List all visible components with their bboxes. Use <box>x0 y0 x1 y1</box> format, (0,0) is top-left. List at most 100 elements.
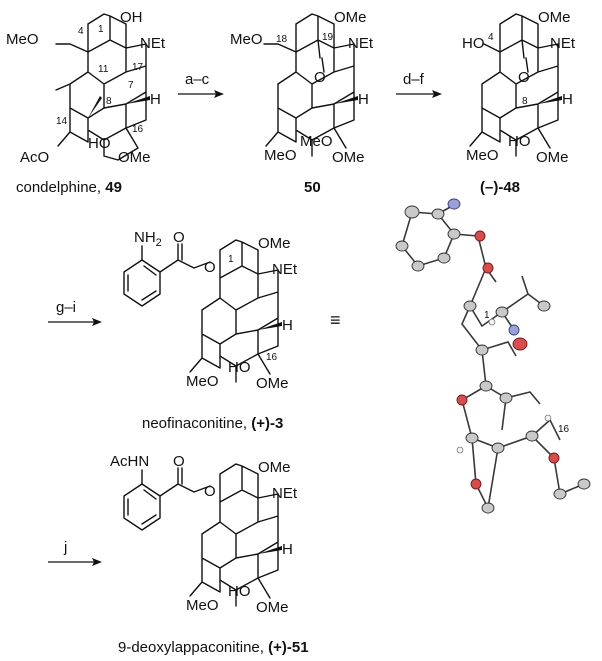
xray-atom-h <box>456 446 464 454</box>
label-ome-b: OMe <box>256 599 289 616</box>
locant-14: 14 <box>56 116 68 127</box>
label-o: O <box>518 69 530 86</box>
label-ome-b: OMe <box>536 149 569 166</box>
wedge-bonds <box>258 546 282 554</box>
label-meo: MeO <box>6 31 39 48</box>
xray-atom-c <box>431 208 445 220</box>
xray-atom-c <box>475 344 489 356</box>
arrow-d-f: d–f <box>396 71 442 98</box>
xray-atom-n <box>508 324 520 336</box>
label-h: H <box>150 91 161 108</box>
label-h: H <box>562 91 573 108</box>
locant-4: 4 <box>78 26 84 37</box>
locant-7: 7 <box>128 80 134 91</box>
xray-atom-c <box>495 306 509 318</box>
xray-structure: 1 16 <box>395 198 591 514</box>
label-ho-b: HO <box>508 133 531 150</box>
label-oh: OH <box>120 9 143 26</box>
arrow-label-a-c: a–c <box>185 71 210 88</box>
label-o-carbonyl: O <box>173 453 185 470</box>
skeleton-bonds <box>469 13 559 157</box>
label-h: H <box>282 541 293 558</box>
xray-atom-c <box>577 478 591 490</box>
caption-condelphine: condelphine, 49 <box>16 179 122 196</box>
xray-atom-c <box>553 488 567 500</box>
structure-deoxylappaconitine: AcHN O O OMe NEt H MeO HO OMe 9-deoxylap… <box>110 453 309 656</box>
skeleton-bonds <box>189 463 279 607</box>
label-aco: AcO <box>20 149 49 166</box>
locant-11: 11 <box>98 64 109 75</box>
arrow-label-g-i: g–i <box>56 299 76 316</box>
caption-48: (–)-48 <box>480 179 520 196</box>
xray-atom-c <box>395 240 409 252</box>
label-net: NEt <box>550 35 576 52</box>
structure-neofinaconitine: NH2 O O OMe NEt H MeO HO OMe 1 16 neofin… <box>123 229 298 432</box>
locant-16: 16 <box>132 124 144 135</box>
label-nh2: NH2 <box>134 229 162 249</box>
locant-16: 16 <box>266 352 278 363</box>
label-ome-top: OMe <box>258 459 291 476</box>
caption-neofinaconitine: neofinaconitine, (+)-3 <box>142 415 283 432</box>
label-achn: AcHN <box>110 453 149 470</box>
arrow-a-c: a–c <box>178 71 224 98</box>
locant-8: 8 <box>522 96 528 107</box>
label-o-ester: O <box>204 483 216 500</box>
skeleton-bonds <box>263 13 355 157</box>
wedge-bonds <box>258 322 282 330</box>
wedge-bonds <box>538 96 562 104</box>
label-meo-b2: MeO <box>300 133 333 150</box>
label-o: O <box>314 69 326 86</box>
label-net: NEt <box>348 35 374 52</box>
locant-4: 4 <box>488 32 494 43</box>
structure-condelphine: MeO OH NEt H AcO HO OMe 4 1 11 17 7 8 14… <box>6 9 166 196</box>
xray-atom-c <box>525 430 539 442</box>
xray-locant-16: 16 <box>558 424 570 435</box>
label-meo-b: MeO <box>186 373 219 390</box>
xray-atom-h <box>544 414 552 422</box>
label-h: H <box>282 317 293 334</box>
locant-8: 8 <box>106 96 112 107</box>
xray-locant-1: 1 <box>484 310 490 321</box>
label-ome-b: OMe <box>256 375 289 392</box>
arrow-j: j <box>48 539 102 566</box>
xray-atom-c <box>463 300 477 312</box>
label-ome-top: OMe <box>334 9 367 26</box>
label-meo-b: MeO <box>186 597 219 614</box>
xray-atom-n <box>447 198 461 210</box>
label-ho-b: HO <box>228 583 251 600</box>
locant-18: 18 <box>276 34 288 45</box>
label-ome-b: OMe <box>332 149 365 166</box>
aryl-ester-bonds <box>123 243 211 307</box>
condelphine-name: condelphine, <box>16 179 105 196</box>
wedge-bonds <box>88 96 150 118</box>
label-meo-top: MeO <box>230 31 263 48</box>
structure-48: HO OMe NEt O H MeO HO OMe 4 8 (–)-48 <box>462 9 576 196</box>
arrow-g-i: g–i <box>48 299 102 326</box>
caption-50: 50 <box>304 179 321 196</box>
xray-atom-c <box>437 252 451 264</box>
arrow-label-d-f: d–f <box>403 71 425 88</box>
label-o-carbonyl: O <box>173 229 185 246</box>
arrow-label-j: j <box>63 539 67 556</box>
label-meo-b1: MeO <box>264 147 297 164</box>
xray-atom-c <box>537 300 551 312</box>
label-net: NEt <box>272 261 298 278</box>
aryl-ester-bonds <box>123 467 211 531</box>
xray-atom-h <box>488 318 496 326</box>
caption-deoxylappaconitine: 9-deoxylappaconitine, (+)-51 <box>118 639 309 656</box>
equivalence-symbol: ≡ <box>330 310 341 330</box>
label-net: NEt <box>272 485 298 502</box>
label-ome-top: OMe <box>258 235 291 252</box>
label-ome-top: OMe <box>538 9 571 26</box>
label-ho: HO <box>88 135 111 152</box>
xray-atom-c <box>447 228 461 240</box>
xray-atom-c <box>465 432 479 444</box>
label-meo-b: MeO <box>466 147 499 164</box>
locant-1: 1 <box>98 24 104 35</box>
structure-50: MeO OMe NEt O H MeO MeO OMe 18 19 50 <box>230 9 374 196</box>
xray-atom-o <box>474 230 486 242</box>
skeleton-bonds <box>55 13 147 161</box>
label-net: NEt <box>140 35 166 52</box>
xray-atom-o <box>512 337 528 351</box>
